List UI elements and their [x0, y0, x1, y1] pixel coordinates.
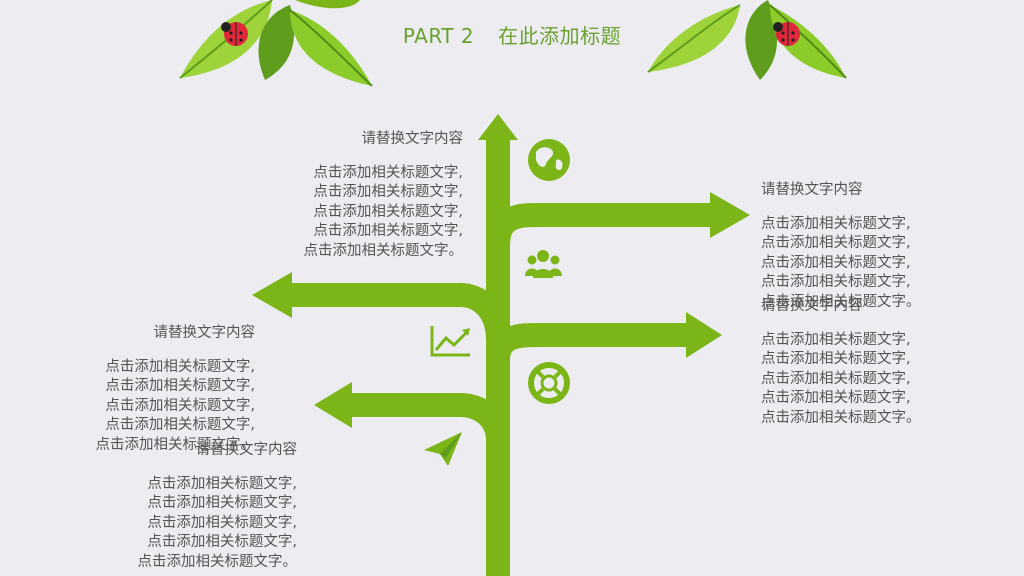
block-line: 点击添加相关标题文字。 [761, 293, 921, 310]
block-line: 点击添加相关标题文字, [147, 475, 297, 492]
leaf-cluster-right [647, 0, 847, 80]
block-line: 点击添加相关标题文字, [761, 215, 911, 232]
ladybug-icon [773, 22, 800, 46]
part-label: PART 2 [402, 24, 475, 48]
paper-plane-icon [424, 432, 462, 466]
block-line: 点击添加相关标题文字。 [303, 242, 464, 259]
block-line: 点击添加相关标题文字, [313, 203, 463, 220]
block-line: 点击添加相关标题文字, [147, 495, 297, 511]
arrow-right-2 [686, 312, 722, 358]
title-text: 在此添加标题 [498, 24, 622, 48]
block-line: 点击添加相关标题文字, [105, 358, 255, 375]
block-heading: 请替换文字内容 [761, 298, 863, 314]
block-line: 点击添加相关标题文字, [761, 351, 911, 367]
arrow-right-1 [710, 192, 750, 238]
block-line: 点击添加相关标题文字, [105, 397, 255, 414]
text-block-middle-right: 请替换文字内容 点击添加相关标题文字, 点击添加相关标题文字, 点击添加相关标题… [761, 297, 921, 428]
block-line: 点击添加相关标题文字, [105, 417, 255, 433]
block-heading: 请替换文字内容 [361, 131, 464, 147]
block-line: 点击添加相关标题文字, [147, 514, 297, 531]
block-line: 点击添加相关标题文字, [313, 223, 463, 239]
block-heading: 请替换文字内容 [761, 182, 863, 198]
block-line: 点击添加相关标题文字, [313, 164, 463, 181]
ladybug-icon [221, 22, 248, 46]
block-line: 点击添加相关标题文字, [105, 378, 255, 394]
block-line: 点击添加相关标题文字, [761, 274, 911, 290]
text-block-top-right: 请替换文字内容 点击添加相关标题文字, 点击添加相关标题文字, 点击添加相关标题… [761, 181, 921, 312]
block-line: 点击添加相关标题文字。 [95, 436, 256, 453]
block-line: 点击添加相关标题文字, [761, 235, 911, 251]
arrow-left-2 [314, 382, 352, 428]
block-line: 点击添加相关标题文字, [761, 390, 911, 406]
globe-icon [528, 139, 570, 181]
block-line: 点击添加相关标题文字。 [761, 409, 921, 426]
block-heading: 请替换文字内容 [153, 325, 256, 341]
lifebuoy-icon [528, 362, 570, 404]
page-title: PART 2 在此添加标题 [0, 20, 1024, 49]
people-icon [525, 250, 562, 278]
leaf-cluster-left [179, 0, 373, 87]
block-line: 点击添加相关标题文字, [761, 370, 911, 387]
block-line: 点击添加相关标题文字, [761, 254, 911, 271]
block-line: 点击添加相关标题文字, [761, 331, 911, 348]
arrow-left-1 [252, 272, 292, 318]
text-block-bottom-left: 请替换文字内容 点击添加相关标题文字, 点击添加相关标题文字, 点击添加相关标题… [138, 441, 298, 572]
block-line: 点击添加相关标题文字, [313, 184, 463, 200]
arrow-up [478, 114, 518, 140]
block-line: 点击添加相关标题文字, [147, 534, 297, 550]
text-block-top-left: 请替换文字内容 点击添加相关标题文字, 点击添加相关标题文字, 点击添加相关标题… [304, 130, 464, 261]
chart-up-icon [430, 326, 470, 357]
block-heading: 请替换文字内容 [195, 442, 298, 458]
tree-trunk [290, 136, 712, 576]
text-block-middle-left: 请替换文字内容 点击添加相关标题文字, 点击添加相关标题文字, 点击添加相关标题… [96, 324, 256, 455]
block-line: 点击添加相关标题文字。 [137, 553, 298, 570]
